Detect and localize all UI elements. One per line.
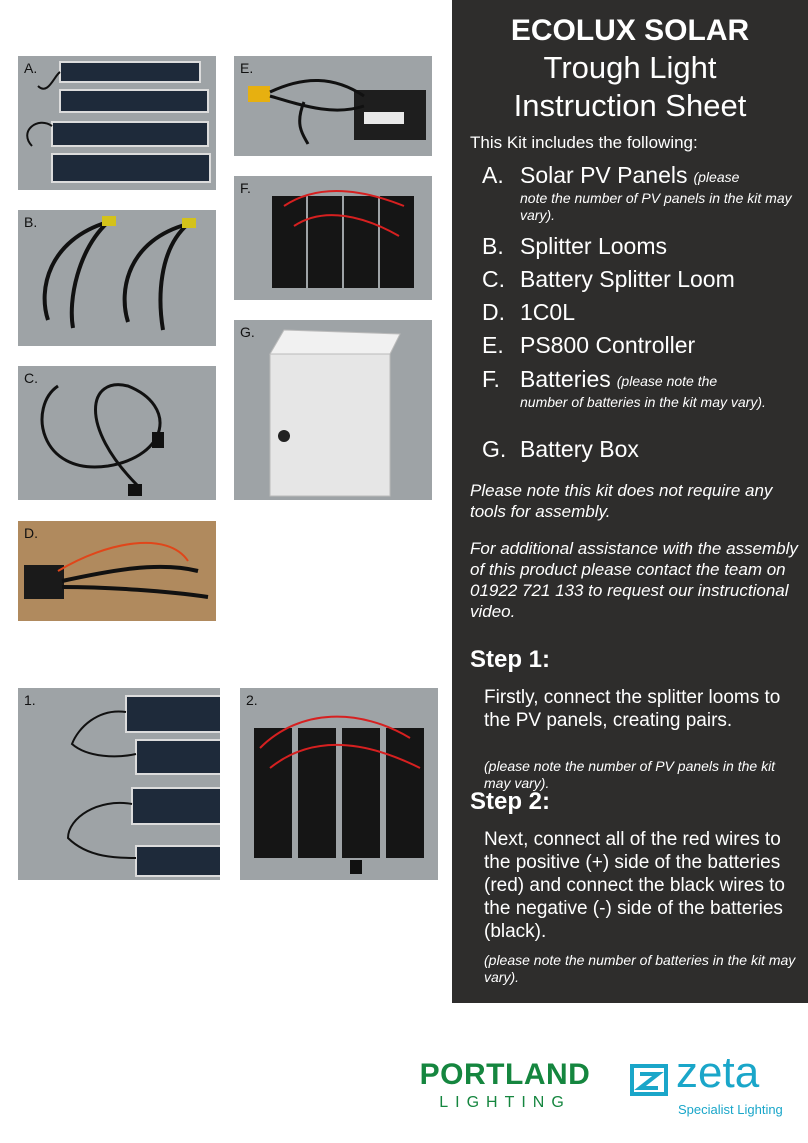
photo-label-b: B. xyxy=(24,214,38,230)
battery-box-illustration xyxy=(269,329,401,497)
photo-label-step-1: 1. xyxy=(24,692,36,708)
item-label: Batteries xyxy=(520,366,611,392)
zeta-logo-text: zeta xyxy=(676,1048,760,1097)
step-2-heading: Step 2: xyxy=(470,788,551,815)
step1-illustration xyxy=(66,695,220,877)
photo-step-1: 1. xyxy=(18,688,220,880)
kit-item-d: D. 1C0L xyxy=(482,299,575,326)
photo-1c0l: D. xyxy=(18,521,216,621)
item-letter: D. xyxy=(482,299,505,325)
batteries-illustration xyxy=(272,190,414,288)
item-letter: A. xyxy=(482,162,504,188)
photo-label-f: F. xyxy=(240,180,251,196)
photo-step-2: 2. xyxy=(240,688,438,880)
item-label: Battery Box xyxy=(520,436,639,462)
page-title-line-2: Instruction Sheet xyxy=(513,88,747,123)
step-1-note: (please note the number of PV panels in … xyxy=(484,758,776,791)
1c0l-illustration xyxy=(24,541,209,599)
controller-illustration xyxy=(248,78,426,145)
photo-solar-panels: A. xyxy=(18,56,216,190)
portland-logo-subtext: LIGHTING xyxy=(439,1094,571,1111)
photo-label-c: C. xyxy=(24,370,38,386)
zeta-logo-subtext: Specialist Lighting xyxy=(678,1102,783,1117)
kit-item-a: A. Solar PV Panels (please xyxy=(482,162,739,189)
kit-item-c: C. Battery Splitter Loom xyxy=(482,266,735,293)
item-label: Solar PV Panels xyxy=(520,162,688,188)
item-letter: E. xyxy=(482,332,504,358)
kit-item-f: F. Batteries (please note the xyxy=(482,366,717,393)
step-1-heading: Step 1: xyxy=(470,646,551,673)
instruction-panel: ECOLUX SOLAR Trough Light Instruction Sh… xyxy=(452,0,808,1003)
solar-panels-illustration xyxy=(26,61,211,183)
kit-intro: This Kit includes the following: xyxy=(470,133,698,152)
battery-loom-illustration xyxy=(40,383,164,496)
photo-splitter-looms: B. xyxy=(18,210,216,346)
step2-illustration xyxy=(254,715,424,874)
step-1-text: Firstly, connect the splitter looms to t… xyxy=(484,687,781,731)
photo-label-g: G. xyxy=(240,324,255,340)
item-label: Battery Splitter Loom xyxy=(520,266,735,292)
photo-battery-box: G. xyxy=(234,320,432,500)
item-note-continued: note the number of PV panels in the kit … xyxy=(520,190,792,223)
photo-batteries: F. xyxy=(234,176,432,300)
photo-ps800-controller: E. xyxy=(234,56,432,156)
item-label: 1C0L xyxy=(520,299,575,325)
item-note-continued: number of batteries in the kit may vary)… xyxy=(520,394,766,410)
kit-item-g: G. Battery Box xyxy=(482,436,639,463)
page-title-line-1: Trough Light xyxy=(543,50,717,85)
item-label: PS800 Controller xyxy=(520,332,696,358)
portland-lighting-logo: PORTLAND LIGHTING xyxy=(398,1058,612,1112)
item-note: (please xyxy=(693,169,740,185)
photo-label-step-2: 2. xyxy=(246,692,258,708)
photo-label-d: D. xyxy=(24,525,38,541)
step-2-note: (please note the number of batteries in … xyxy=(484,952,796,985)
item-note: (please note the xyxy=(616,373,718,389)
tools-note: Please note this kit does not require an… xyxy=(470,481,773,521)
portland-logo-text: PORTLAND xyxy=(419,1058,591,1091)
item-letter: G. xyxy=(482,436,507,462)
kit-item-b: B. Splitter Looms xyxy=(482,233,667,260)
zeta-mark-icon xyxy=(630,1064,668,1096)
photo-label-a: A. xyxy=(24,60,38,76)
kit-item-e: E. PS800 Controller xyxy=(482,332,695,359)
item-letter: C. xyxy=(482,266,505,292)
item-letter: F. xyxy=(482,366,500,392)
item-letter: B. xyxy=(482,233,504,259)
photo-battery-splitter-loom: C. xyxy=(18,366,216,500)
step-2-text: Next, connect all of the red wires to th… xyxy=(484,829,785,942)
photo-label-e: E. xyxy=(240,60,254,76)
item-label: Splitter Looms xyxy=(520,233,668,259)
splitter-looms-illustration xyxy=(42,216,196,331)
assistance-note: For additional assistance with the assem… xyxy=(470,539,798,621)
brand-title: ECOLUX SOLAR xyxy=(510,14,750,47)
